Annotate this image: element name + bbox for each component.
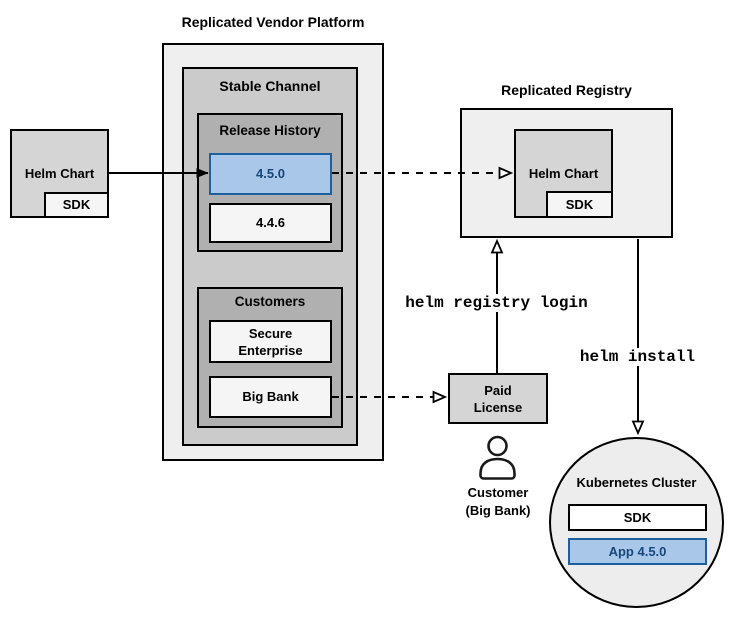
registry-title: Replicated Registry: [501, 82, 632, 98]
customers-label: Customers: [234, 294, 306, 309]
command-helm-registry-login: helm registry login: [401, 294, 592, 312]
paid-license-line1: Paid: [484, 382, 512, 398]
cluster-sdk-box: SDK: [568, 504, 707, 531]
paid-license-box: Paid License: [448, 373, 548, 424]
cluster-app-box: App 4.5.0: [568, 538, 707, 565]
customer-actor-line2: (Big Bank): [465, 503, 531, 518]
release-version-450: 4.5.0: [209, 153, 332, 195]
customer-big-bank-box: Big Bank: [209, 376, 332, 418]
stable-channel-label: Stable Channel: [219, 78, 321, 94]
platform-title: Replicated Vendor Platform: [181, 14, 365, 30]
release-history-label: Release History: [219, 123, 321, 138]
customer-actor-label: Customer (Big Bank): [437, 484, 559, 520]
command-helm-install: helm install: [577, 348, 698, 366]
paid-license-line2: License: [473, 399, 523, 415]
customer-secure-line2: Enterprise: [238, 342, 303, 358]
customer-actor-line1: Customer: [467, 485, 529, 500]
customer-secure-line1: Secure: [248, 325, 293, 341]
customer-person-icon: [479, 435, 516, 480]
release-version-446: 4.4.6: [209, 203, 332, 243]
customer-secure-enterprise-box: Secure Enterprise: [209, 320, 332, 363]
kubernetes-cluster-title: Kubernetes Cluster: [576, 475, 697, 490]
source-sdk-box: SDK: [44, 192, 109, 218]
registry-sdk-box: SDK: [546, 191, 613, 218]
